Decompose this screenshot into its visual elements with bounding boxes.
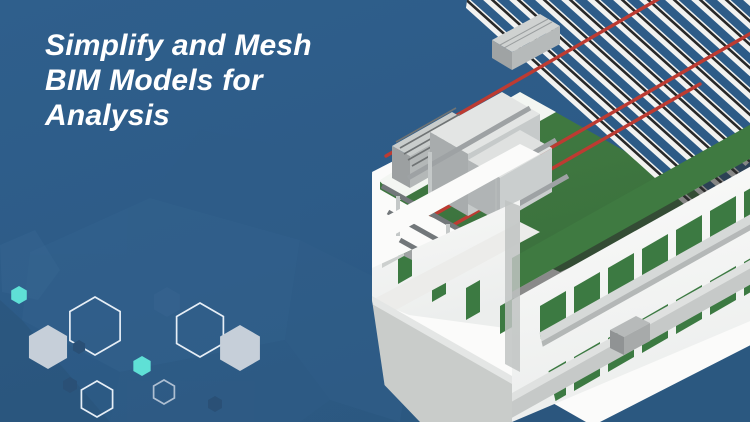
light-hex-large-left: [28, 325, 68, 369]
dark-hex-small-b: [63, 377, 77, 393]
outline-hex-bottom-a: [80, 380, 114, 418]
outline-hex-bottom-b: [152, 379, 176, 405]
dark-hex-small-a: [72, 340, 86, 354]
foreground-plinth: [470, 250, 750, 422]
page-title: Simplify and Mesh BIM Models for Analysi…: [45, 28, 375, 133]
light-hex-right: [220, 325, 260, 371]
teal-hex-small-left: [11, 286, 27, 304]
title-line-1: Simplify and Mesh: [45, 29, 312, 62]
outline-hex-upper-mid: [175, 302, 225, 358]
roof-duct-block: [492, 14, 560, 70]
outline-hex-mid-left: [69, 296, 121, 356]
title-line-3: Analysis: [45, 99, 170, 132]
teal-hex-small-mid: [133, 356, 151, 376]
title-line-2: BIM Models for: [45, 64, 263, 97]
dark-hex-blue-upper: [154, 287, 180, 317]
right-facade: [512, 118, 750, 422]
dark-hex-small-c: [208, 396, 222, 412]
